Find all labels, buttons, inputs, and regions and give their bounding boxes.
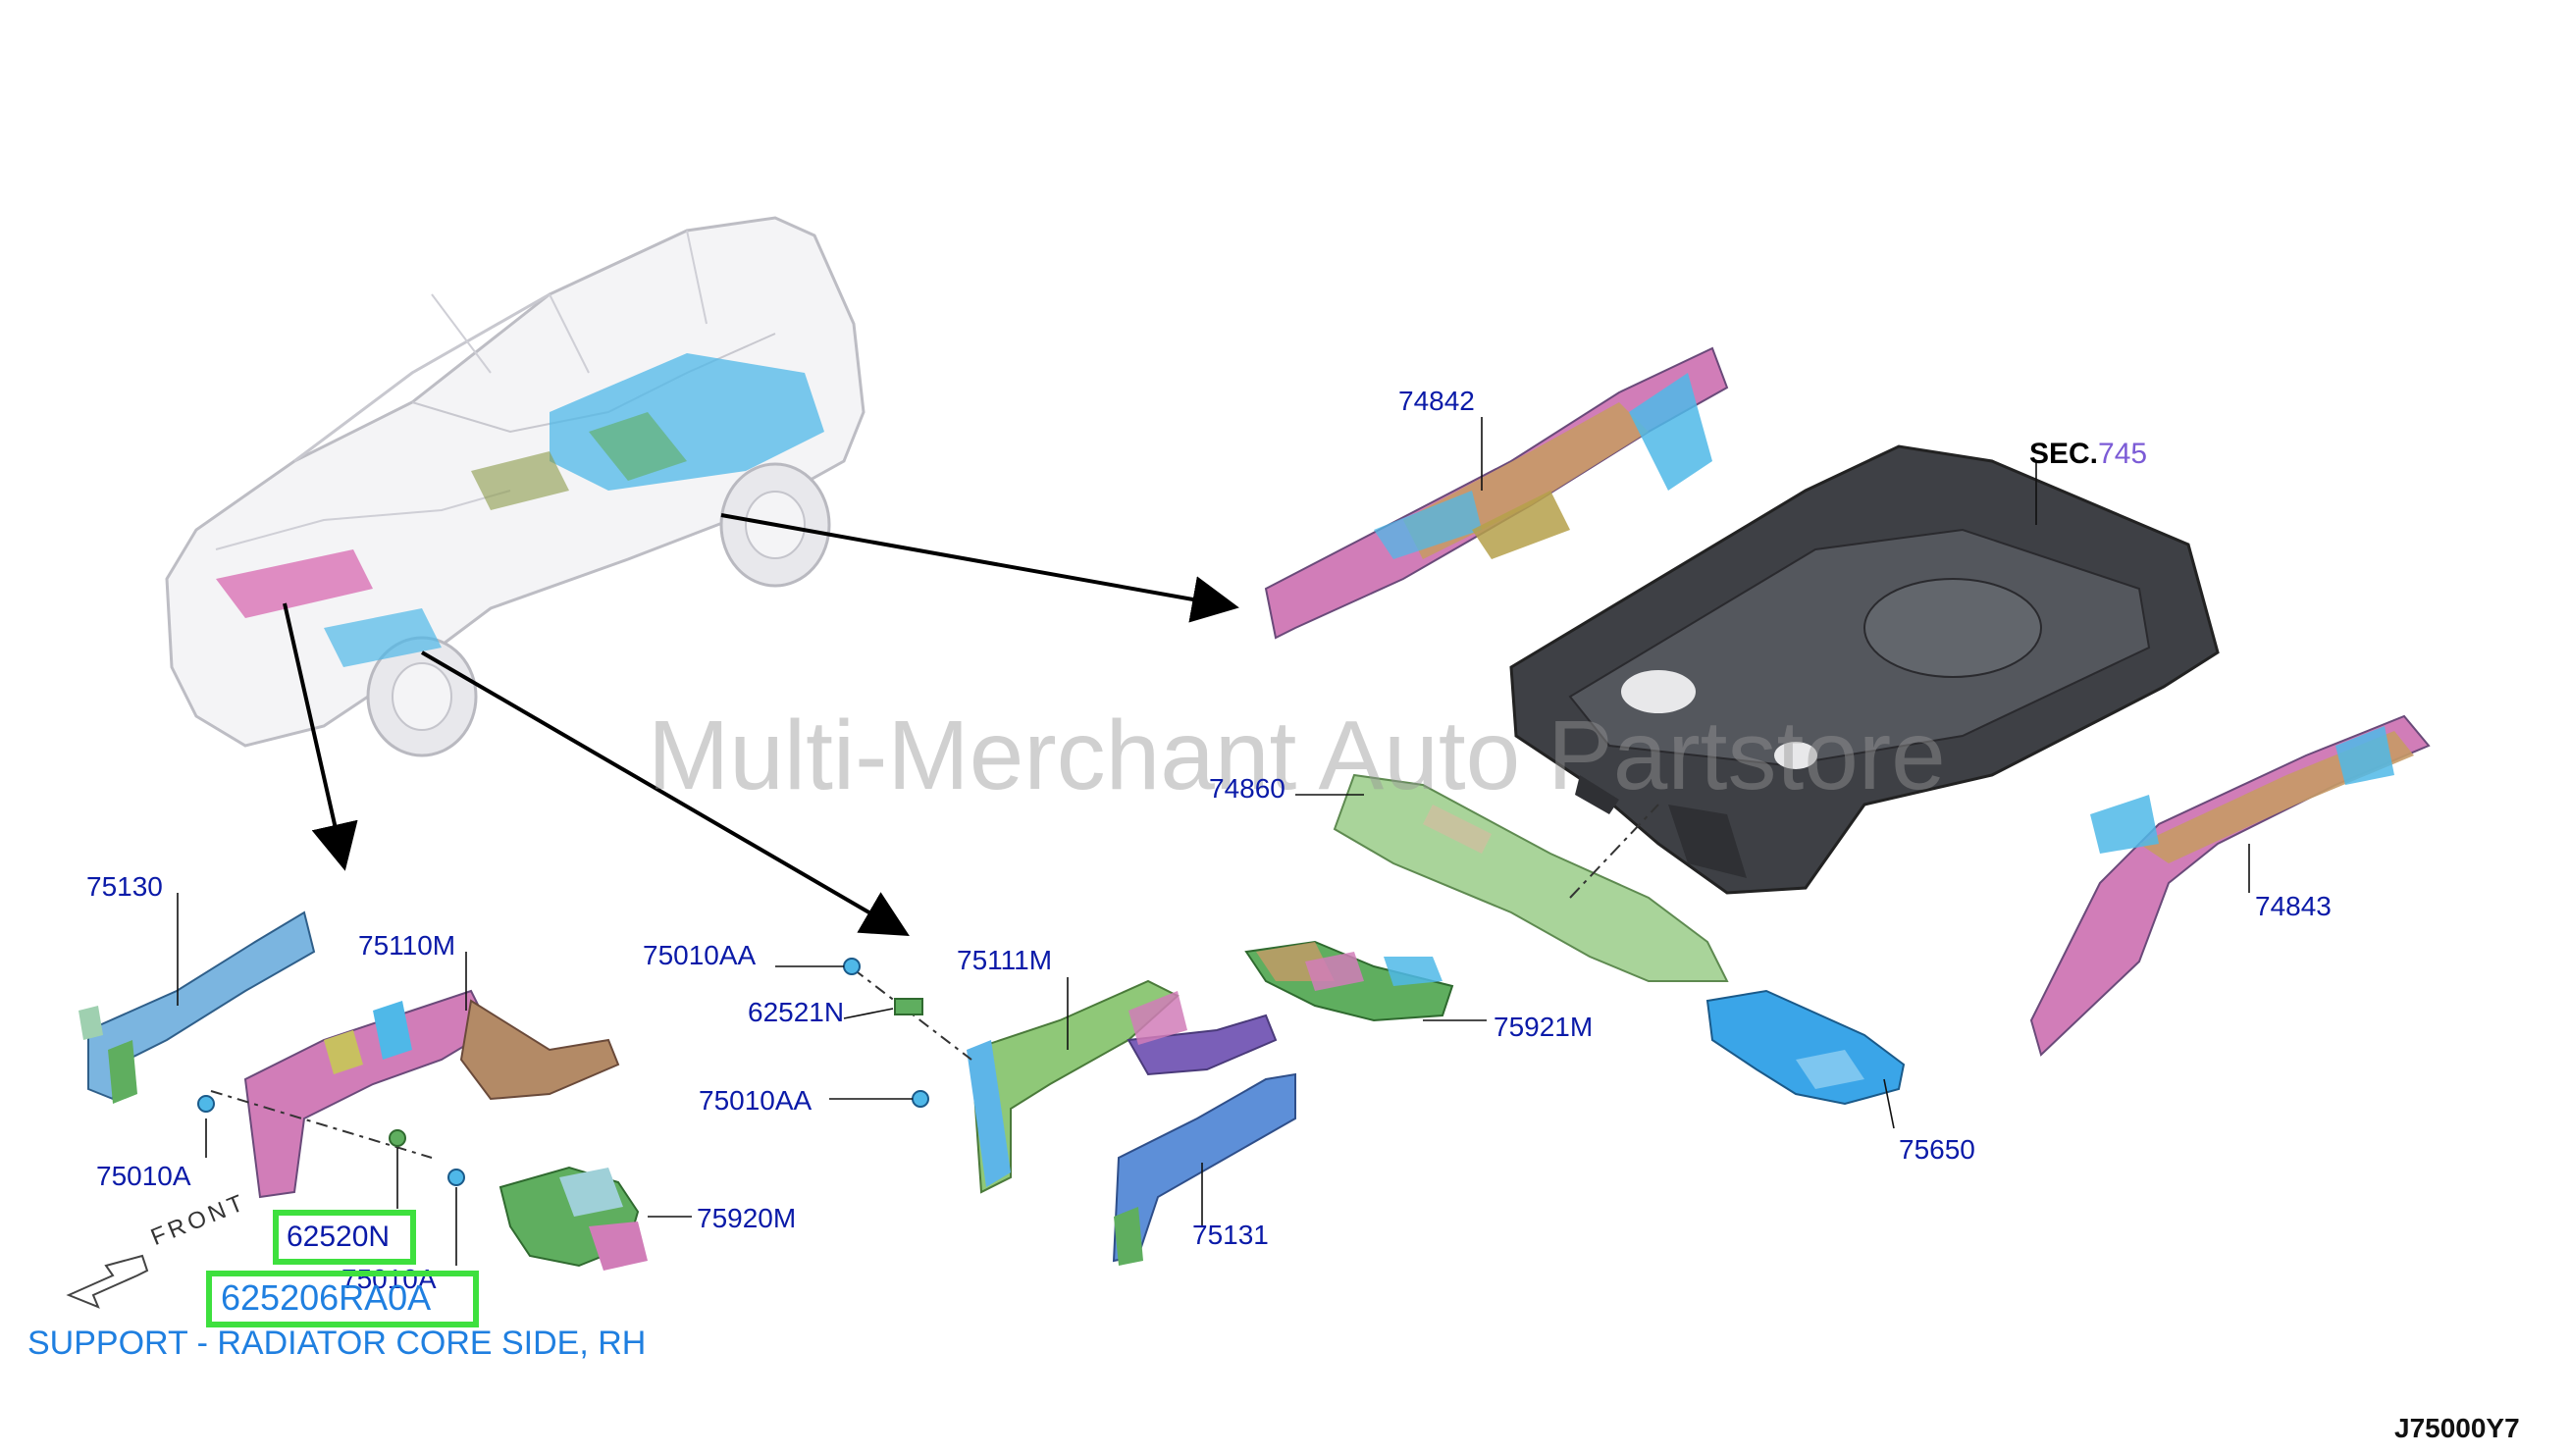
part-75131	[1112, 1072, 1296, 1266]
part-75110M	[243, 989, 620, 1199]
callout-75130[interactable]: 75130	[86, 871, 163, 902]
callout-74860[interactable]: 74860	[1209, 773, 1285, 804]
assembly-line-74860	[1569, 804, 1659, 899]
watermark: Multi-Merchant Auto Partstore	[648, 701, 1946, 810]
part-74842	[1264, 346, 1729, 640]
section-prefix: SEC.	[2029, 438, 2099, 470]
bolt-75010AA-bottom	[912, 1090, 929, 1108]
part-description: SUPPORT - RADIATOR CORE SIDE, RH	[27, 1325, 647, 1362]
callout-75111M[interactable]: 75111M	[957, 945, 1053, 975]
callout-74843[interactable]: 74843	[2255, 891, 2332, 921]
part-75650	[1705, 989, 1906, 1106]
front-arrow-icon	[66, 1254, 149, 1309]
part-74843	[2029, 714, 2431, 1057]
callout-75010A-bottom[interactable]: 75010A	[341, 1264, 437, 1294]
callout-leaders	[177, 417, 2250, 1266]
bolt-75010A-left	[197, 1095, 215, 1113]
bolt-75010AA-top	[843, 958, 861, 975]
rear-floor-panel	[1509, 444, 2220, 895]
highlighted-part-ref[interactable]: 62520N	[287, 1221, 391, 1253]
vehicle-illustration	[165, 216, 865, 757]
callout-75010A-left[interactable]: 75010A	[96, 1161, 191, 1191]
callout-75010AA-bottom[interactable]: 75010AA	[699, 1085, 813, 1116]
part-75111M	[967, 979, 1278, 1194]
arrow-to-center-group	[420, 650, 910, 937]
callout-75650[interactable]: 75650	[1899, 1134, 1975, 1165]
diagram-code: J75000Y7	[2394, 1413, 2520, 1443]
callout-75131[interactable]: 75131	[1192, 1220, 1269, 1250]
highlight-part-ref[interactable]	[273, 1210, 416, 1265]
callout-75110M[interactable]: 75110M	[358, 930, 456, 961]
part-74860	[1333, 773, 1729, 982]
arrow-to-front-group	[283, 602, 358, 871]
callout-62521N[interactable]: 62521N	[748, 997, 845, 1027]
clip-62520N	[389, 1129, 406, 1147]
callout-74842[interactable]: 74842	[1398, 386, 1475, 416]
callout-75010AA-top[interactable]: 75010AA	[643, 940, 757, 970]
callout-75920M[interactable]: 75920M	[697, 1203, 797, 1233]
part-75130	[79, 910, 316, 1104]
part-75920M	[498, 1166, 648, 1271]
section-reference[interactable]: SEC.745	[2029, 438, 2147, 471]
highlighted-part-number[interactable]: 625206RA0A	[221, 1277, 432, 1318]
bolt-75010A-bottom	[447, 1169, 465, 1186]
arrow-to-rear-group	[720, 513, 1239, 623]
highlight-part-number[interactable]	[206, 1271, 479, 1327]
section-number-link[interactable]: 745	[2098, 438, 2148, 470]
part-75921M	[1244, 940, 1454, 1022]
assembly-line-75110M	[210, 1090, 433, 1159]
callout-75921M[interactable]: 75921M	[1494, 1012, 1594, 1042]
clip-62521N	[894, 998, 923, 1015]
